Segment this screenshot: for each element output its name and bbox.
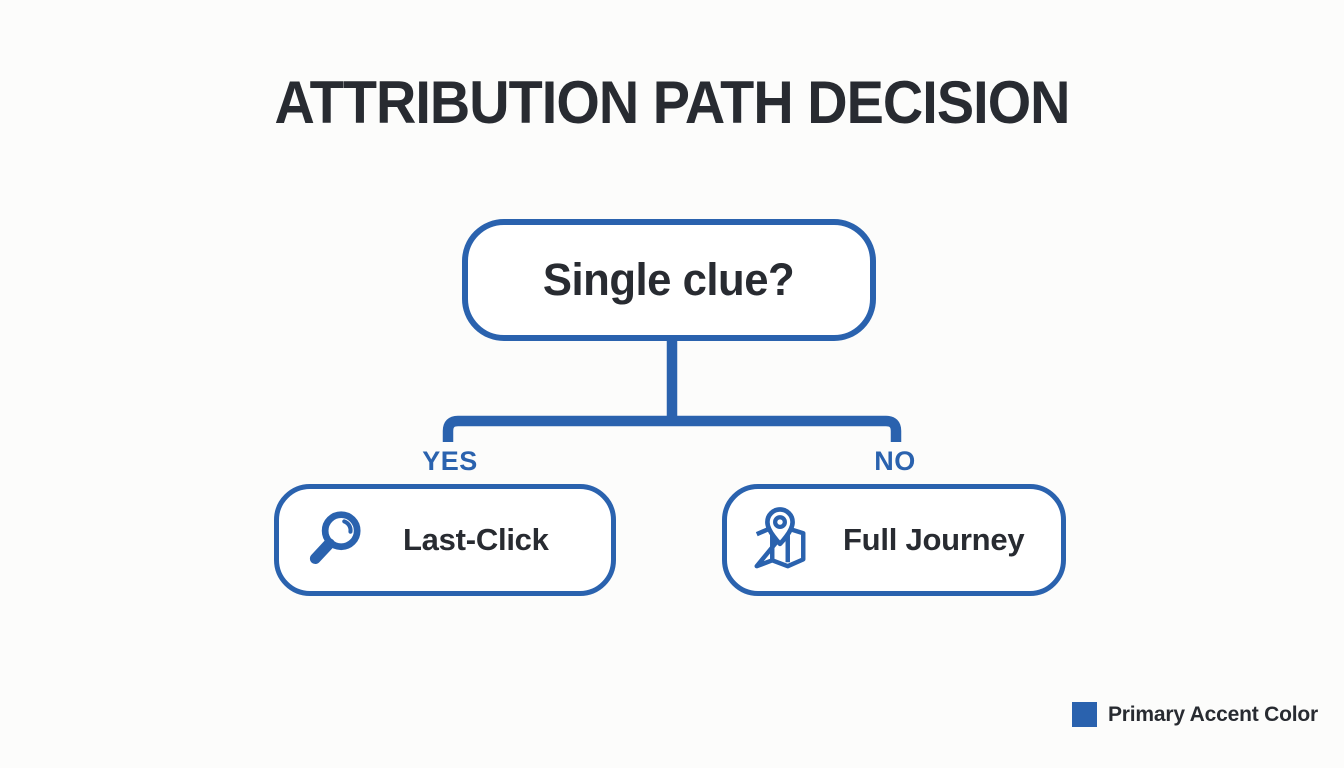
result-label-last-click: Last-Click [403, 522, 549, 557]
legend: Primary Accent Color [1072, 702, 1318, 727]
result-node-full-journey: Full Journey [722, 484, 1066, 596]
magnifier-icon [307, 509, 365, 571]
branch-connector-lines [442, 336, 902, 442]
branch-label-yes: YES [422, 446, 478, 476]
page-title: ATTRIBUTION PATH DECISION [274, 69, 1070, 136]
accent-color-swatch [1072, 702, 1097, 727]
decision-question-label: Single clue? [543, 254, 795, 305]
connector-branch-bar [442, 415, 902, 442]
branch-label-no: NO [874, 446, 916, 476]
legend-label: Primary Accent Color [1108, 702, 1318, 726]
result-node-last-click: Last-Click [274, 484, 616, 596]
map-pin-icon [749, 504, 811, 576]
decision-node-single-clue: Single clue? [462, 219, 876, 341]
result-label-full-journey: Full Journey [843, 522, 1025, 557]
